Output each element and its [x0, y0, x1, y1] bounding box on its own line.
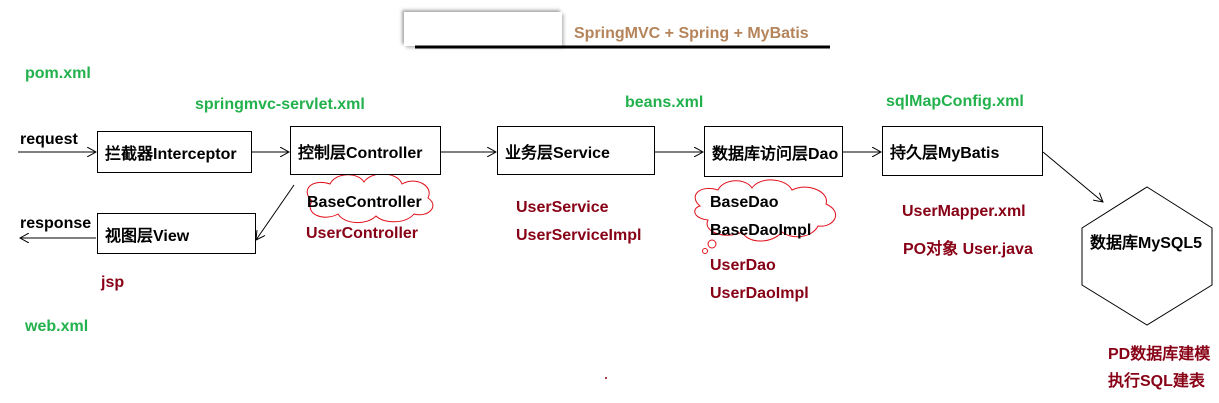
sql-modeling-item: 执行SQL建表 — [1108, 373, 1205, 390]
title-bar — [404, 12, 562, 46]
mybatis-box: 持久层MyBatis — [882, 126, 1043, 176]
base-dao-item: BaseDao — [710, 194, 779, 211]
request-label: request — [20, 131, 78, 148]
view-box: 视图层View — [97, 213, 256, 254]
controller-view-arrow — [256, 184, 295, 240]
base-dao-impl-item: BaseDaoImpl — [710, 222, 812, 239]
controller-cloud — [306, 173, 434, 223]
sqlmapconfig-label: sqlMapConfig.xml — [886, 93, 1024, 110]
user-dao-item: UserDao — [710, 257, 776, 274]
dao-box: 数据库访问层Dao — [704, 126, 843, 177]
jsp-item: jsp — [101, 274, 125, 291]
user-service-item: UserService — [516, 199, 609, 216]
po-object-item: PO对象 User.java — [903, 241, 1033, 258]
interceptor-box: 拦截器Interceptor — [97, 131, 252, 173]
response-label: response — [20, 215, 92, 232]
user-controller-item: UserController — [306, 225, 419, 242]
web-xml-label: web.xml — [25, 318, 89, 335]
service-box: 业务层Service — [497, 126, 655, 175]
beans-xml-label: beans.xml — [625, 94, 704, 111]
pom-xml-label: pom.xml — [25, 65, 91, 82]
pd-modeling-item: PD数据库建模 — [1108, 346, 1211, 363]
user-dao-impl-item: UserDaoImpl — [710, 285, 809, 302]
springmvc-servlet-label: springmvc-servlet.xml — [195, 96, 365, 113]
database-label: 数据库MySQL5 — [1090, 235, 1203, 252]
dao-cloud — [694, 179, 837, 242]
database-hexagon — [1081, 186, 1213, 326]
base-controller-item: BaseController — [307, 194, 422, 211]
stray-dot — [605, 377, 607, 379]
user-service-impl-item: UserServiceImpl — [516, 227, 642, 244]
user-mapper-item: UserMapper.xml — [902, 203, 1026, 220]
controller-box: 控制层Controller — [290, 126, 441, 175]
mybatis-database-arrow — [1042, 151, 1103, 202]
diagram-title: SpringMVC + Spring + MyBatis — [574, 25, 809, 42]
